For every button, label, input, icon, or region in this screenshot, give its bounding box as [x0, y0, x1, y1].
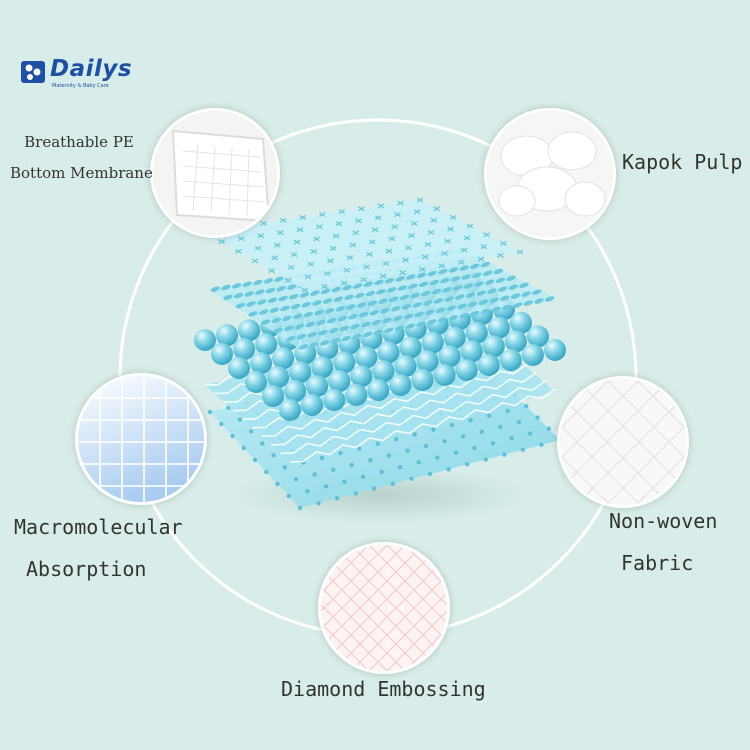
kapok-pulp-texture — [487, 111, 613, 237]
pe-membrane-label-line2: Bottom Membrane — [10, 164, 153, 182]
brand-tagline: Maternity & Baby Care — [52, 83, 109, 89]
brand-logo-icon — [21, 61, 45, 83]
kapok-pulp-bubble — [484, 108, 616, 240]
pe-membrane-label-line1: Breathable PE — [24, 133, 134, 151]
nonwoven-fabric-label-line1: Non-woven — [609, 509, 718, 533]
polymer-absorption-texture — [78, 376, 204, 502]
kapok-pulp-label-line1: Kapok Pulp — [622, 150, 743, 174]
polymer-absorption-label-line2: Absorption — [26, 557, 147, 581]
nonwoven-fabric-label: Non-woven Fabric — [609, 500, 717, 584]
pe-membrane-texture — [153, 111, 277, 235]
pe-membrane-bubble — [150, 108, 280, 238]
nonwoven-fabric-bubble — [557, 376, 689, 508]
diamond-embossing-label-line1: Diamond Embossing — [281, 677, 486, 701]
polymer-absorption-label-line1: Macromolecular — [14, 515, 183, 539]
top-sheet-layer — [201, 197, 524, 293]
brand-logo: Dailys Maternity & Baby Care — [20, 56, 150, 96]
nonwoven-fabric-label-line2: Fabric — [621, 551, 694, 575]
diamond-embossing-label: Diamond Embossing — [281, 677, 486, 701]
nonwoven-fabric-texture — [560, 379, 686, 505]
polymer-absorption-bubble — [75, 373, 207, 505]
pe-membrane-label: Breathable PE Bottom Membrane — [10, 127, 153, 189]
brand-name: Dailys — [50, 56, 133, 82]
polymer-absorption-label: Macromolecular Absorption — [14, 506, 183, 590]
kapok-pulp-label: Kapok Pulp — [622, 150, 742, 174]
diamond-embossing-texture — [321, 545, 447, 671]
diamond-embossing-bubble — [318, 542, 450, 674]
